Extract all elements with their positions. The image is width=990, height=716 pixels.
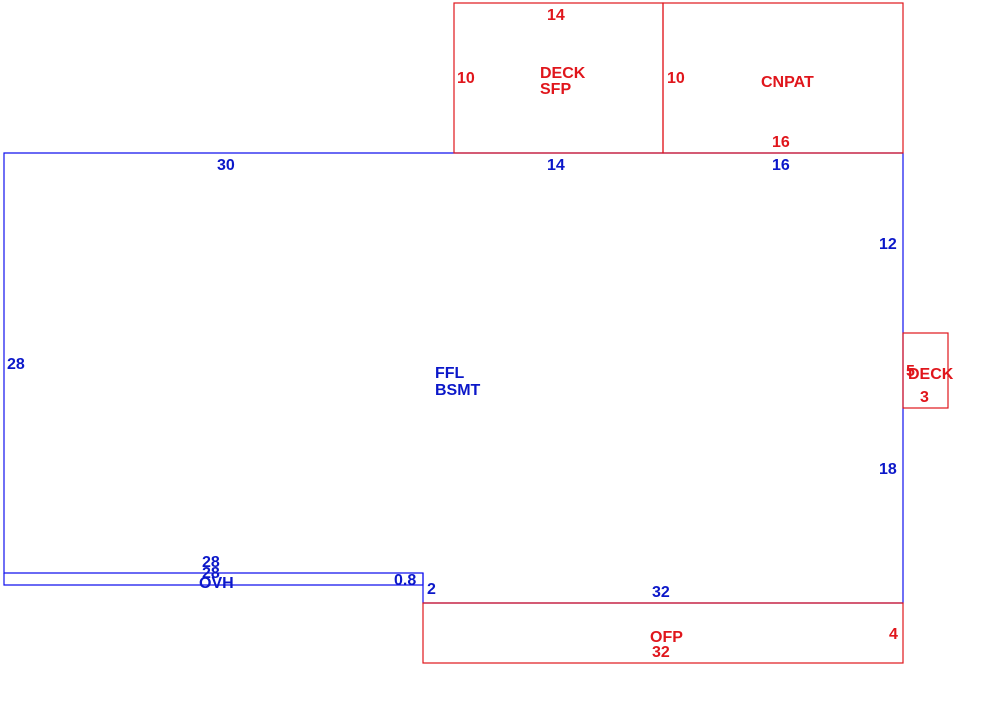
dim-main-right-lower: 18 xyxy=(879,461,897,478)
dim-main-step: 2 xyxy=(427,581,436,598)
dim-deck-top: 14 xyxy=(547,7,565,24)
dim-main-top-left: 30 xyxy=(217,157,235,174)
main-area-label-line2: BSMT xyxy=(435,382,481,399)
main-area-label-line1: FFL xyxy=(435,365,465,382)
side-deck-label: DECK xyxy=(908,366,954,383)
dim-ovh-step: 0.8 xyxy=(394,572,416,589)
dim-ofp-bottom: 32 xyxy=(652,644,670,661)
dim-main-right-upper: 12 xyxy=(879,236,897,253)
dim-side-deck-width: 3 xyxy=(920,389,929,406)
dim-deck-left: 10 xyxy=(457,70,475,87)
dim-main-top-right: 16 xyxy=(772,157,790,174)
dim-main-left: 28 xyxy=(7,356,25,373)
dim-side-deck-height: 5 xyxy=(906,363,915,380)
ofp-outline xyxy=(422,602,904,664)
dim-cnpat-bottom: 16 xyxy=(772,134,790,151)
dim-main-bottom: 32 xyxy=(652,584,670,601)
deck-sfp-label-line2: SFP xyxy=(540,81,571,98)
dim-deck-right: 10 xyxy=(667,70,685,87)
ofp-label: OFP xyxy=(650,629,683,646)
dim-ovh-bottom: 28 xyxy=(202,565,220,582)
deck-sfp-label-line1: DECK xyxy=(540,65,586,82)
ovh-label: OVH xyxy=(199,575,234,592)
cnpat-label: CNPAT xyxy=(761,74,814,91)
cnpat-outline xyxy=(662,2,904,154)
overhang-outline xyxy=(3,573,424,586)
side-deck-outline xyxy=(902,332,949,409)
dim-ofp-right: 4 xyxy=(889,626,898,643)
dim-ovh-top: 28 xyxy=(202,554,220,571)
dim-main-top-mid: 14 xyxy=(547,157,565,174)
